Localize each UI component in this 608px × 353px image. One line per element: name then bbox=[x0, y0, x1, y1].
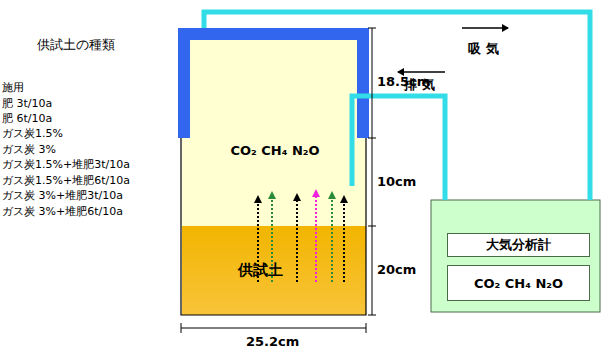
dimension: 25.2cm bbox=[246, 334, 299, 349]
dimension: 10cm bbox=[377, 174, 416, 189]
node-text: CO₂ CH₄ N₂O bbox=[230, 143, 319, 158]
soil-type: 肥 6t/10a bbox=[2, 111, 52, 126]
soil-type: ガス炭1.5% bbox=[2, 126, 63, 141]
node-text: 大気分析計 bbox=[486, 236, 551, 254]
soil-type: ガス炭 3%+堆肥6t/10a bbox=[2, 204, 123, 219]
flow-label: 吸 気 bbox=[468, 40, 499, 58]
node-text: CO₂ CH₄ N₂O bbox=[474, 276, 563, 291]
soil-type: ガス炭 3%+堆肥3t/10a bbox=[2, 188, 123, 203]
soil-type: ガス炭 3% bbox=[2, 142, 56, 157]
list-title: 供試土の種類 bbox=[37, 36, 115, 54]
soil-type: 肥 3t/10a bbox=[2, 96, 52, 111]
gas-label: CO₂ CH₄ N₂O bbox=[200, 138, 350, 162]
dimension: 20cm bbox=[377, 262, 416, 277]
analyzer-gas-box: CO₂ CH₄ N₂O bbox=[447, 265, 590, 301]
soil-type: ガス炭1.5%+堆肥6t/10a bbox=[2, 173, 130, 188]
soil-type: 施用 bbox=[2, 80, 24, 95]
node-text: 供試土 bbox=[238, 261, 283, 280]
analyzer-title-box: 大気分析計 bbox=[447, 233, 590, 257]
dimension: 18.5cm bbox=[377, 74, 430, 89]
soil-label: 供試土 bbox=[205, 256, 315, 284]
soil-type: ガス炭1.5%+堆肥3t/10a bbox=[2, 157, 130, 172]
